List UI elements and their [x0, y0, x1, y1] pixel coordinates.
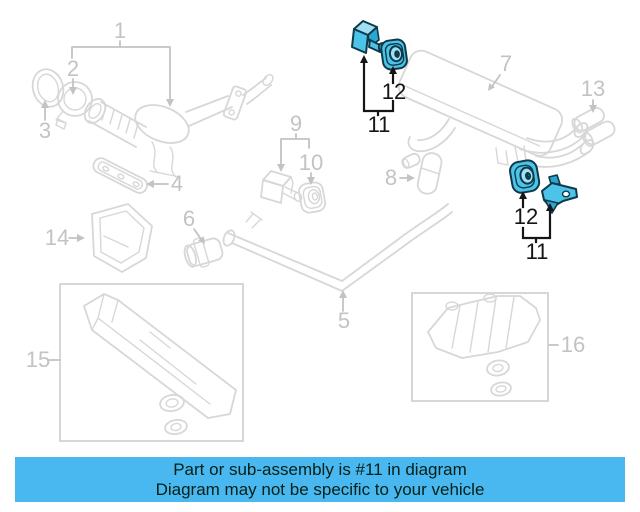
callout-part-2: 2 [67, 56, 79, 95]
callout-part-6: 6 [183, 206, 205, 244]
callout-part-3: 3 [39, 100, 51, 143]
part-label-15: 15 [26, 347, 50, 372]
callout-part-4: 4 [146, 171, 183, 196]
part-13-exhaust-tips [571, 106, 616, 148]
callout-part-13: 13 [581, 76, 605, 113]
callout-part-7: 7 [488, 51, 512, 91]
cube-top-face [353, 20, 378, 36]
part-label-6: 6 [183, 206, 195, 231]
callout-part-1: 1 [71, 18, 174, 107]
part-label-1: 1 [114, 18, 126, 43]
callout-part-9: 9 [277, 111, 310, 172]
callout-highlight-bottom[interactable]: 12 11 [514, 191, 554, 264]
part-7-muffler [397, 49, 595, 168]
banner-line-2: Diagram may not be specific to your vehi… [155, 480, 485, 499]
callout-top-11[interactable]: 11 [368, 112, 391, 137]
banner-line-1: Part or sub-assembly is #11 in diagram [173, 460, 467, 479]
part-label-4: 4 [171, 171, 183, 196]
callout-bottom-11[interactable]: 11 [526, 239, 549, 264]
part-10-insulator [298, 181, 327, 214]
part-label-16: 16 [561, 332, 585, 357]
callout-part-10: 10 [299, 150, 323, 185]
part-3-gasket [31, 68, 65, 108]
part-8-hanger [401, 152, 443, 195]
callout-bottom-12[interactable]: 12 [514, 204, 538, 229]
info-banner: Part or sub-assembly is #11 in diagram D… [15, 457, 625, 502]
muffler-hanger-post [514, 145, 527, 163]
bracket-hole [561, 190, 571, 198]
part-label-10: 10 [299, 150, 323, 175]
part-label-8: 8 [385, 165, 397, 190]
part-label-13: 13 [581, 76, 605, 101]
part-15-shield-box [59, 283, 244, 442]
part-label-14: 14 [45, 225, 69, 250]
part-label-5: 5 [338, 308, 350, 333]
callout-part-15: 15 [26, 347, 61, 372]
top-grommet [380, 38, 408, 71]
callout-part-14: 14 [45, 225, 85, 250]
callout-highlight-top[interactable]: 12 11 [360, 55, 406, 137]
callout-part-16: 16 [548, 332, 585, 357]
part-1-front-pipe-assembly [83, 74, 274, 178]
callout-part-5: 5 [338, 290, 350, 333]
part-label-2: 2 [67, 56, 79, 81]
part-label-7: 7 [500, 51, 512, 76]
highlighted-assembly-bottom[interactable] [509, 145, 578, 214]
part-16-shield-box [411, 292, 549, 402]
part-5-pipe [222, 203, 453, 292]
part-label-3: 3 [39, 118, 51, 143]
part-2-clamp [55, 81, 93, 130]
part-4-bracket [92, 157, 148, 194]
part-14-heat-shield [91, 203, 153, 273]
callout-part-8: 8 [385, 165, 415, 190]
bottom-grommet [509, 159, 541, 194]
part-label-9: 9 [290, 111, 302, 136]
highlighted-assembly-top[interactable] [351, 20, 408, 71]
part-9-hanger-bracket [260, 170, 303, 204]
